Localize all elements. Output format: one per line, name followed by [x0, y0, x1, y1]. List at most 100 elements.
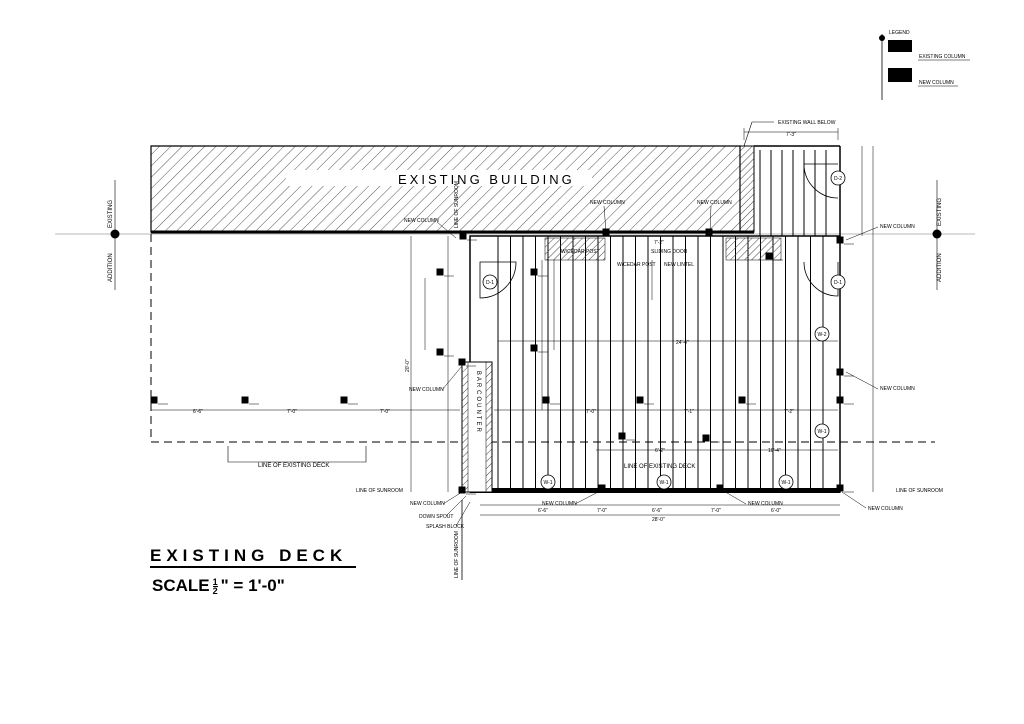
- drawing-scale: SCALE 1 2 " = 1'-0": [152, 576, 285, 596]
- tag-circle-icon: [814, 423, 830, 439]
- column-marker-icon: [836, 484, 844, 492]
- column-marker-icon: [530, 268, 538, 276]
- new-column-callout-10: NEW COLUMN: [868, 506, 903, 512]
- dim-bottom-5: 6'-0": [771, 508, 781, 514]
- dim-deck-span: 10'-4": [768, 448, 781, 454]
- beam-hatch-b: [725, 237, 782, 261]
- dim-beam-a: 6'-2": [655, 448, 665, 454]
- new-column-callout-2: NEW COLUMN: [590, 200, 625, 206]
- tag-label: W-1: [817, 429, 826, 435]
- column-marker-icon: [636, 396, 644, 404]
- line-existing-deck-center: LINE OF EXISTING DECK: [624, 464, 695, 470]
- new-column-callout-1: NEW COLUMN: [404, 218, 439, 224]
- tag-circle-icon: [778, 474, 794, 490]
- right-addition-label: ADDITION: [937, 253, 943, 282]
- dim-bottom-2: 7'-0": [597, 508, 607, 514]
- tag-label: D-1: [486, 280, 494, 286]
- callouts: NEW COLUMN LINE OF SUNROOM NEW COLUMN NE…: [356, 181, 943, 580]
- legend-title: LEGEND: [889, 30, 910, 36]
- dim-left-height: 20'-0": [405, 359, 411, 372]
- sliding-door-callout: SLIDING DOOR: [651, 249, 688, 255]
- column-marker-icon: [836, 368, 844, 376]
- tag-circle-icon: [830, 170, 846, 186]
- column-marker-icon: [716, 484, 724, 492]
- deck-joists-upper: [759, 150, 827, 236]
- existing-wall-note: EXISTING WALL BELOW: [743, 120, 836, 147]
- existing-wall-label: EXISTING WALL BELOW: [778, 120, 836, 126]
- dim-top-right: 7'-3": [786, 132, 796, 138]
- dim-row-b-3: 7'-2": [784, 409, 794, 415]
- column-marker-icon: [765, 252, 773, 260]
- scale-fraction: 1 2: [212, 576, 218, 596]
- new-lintel-callout: NEW LINTEL: [664, 262, 694, 268]
- scale-suffix: " = 1'-0": [220, 576, 285, 595]
- existing-building-label: EXISTING BUILDING: [398, 172, 575, 187]
- title-underline: [150, 566, 356, 568]
- bottom-rim-board: [470, 488, 840, 493]
- beam-hatch-a: [544, 237, 606, 261]
- column-marker-icon: [436, 348, 444, 356]
- existing-deck-bracket: [227, 446, 367, 463]
- deck-joists: [497, 236, 824, 488]
- tag-label: D-2: [834, 176, 842, 182]
- scale-numerator: 1: [212, 576, 218, 587]
- drawing-title: EXISTING DECK: [150, 546, 348, 565]
- tag-label: W-1: [781, 480, 790, 486]
- splash-block-callout: SPLASH BLOCK: [426, 524, 465, 530]
- line-of-sunroom-left: LINE OF SUNROOM: [356, 488, 403, 494]
- legend-new-column: NEW COLUMN: [919, 80, 954, 86]
- dim-beam-b: 7'-2": [654, 240, 664, 246]
- new-column-callout-8: NEW COLUMN: [542, 501, 577, 507]
- column-marker-icon: [458, 358, 466, 366]
- scale-denominator: 2: [212, 585, 218, 596]
- legend-marker-icon: [879, 35, 885, 41]
- wood-post-callout: W/CEDAR POST: [561, 249, 600, 255]
- new-column-callout-4: NEW COLUMN: [880, 224, 915, 230]
- line-of-sunroom-right: LINE OF SUNROOM: [896, 488, 943, 494]
- legend-existing-column: EXISTING COLUMN: [919, 54, 966, 60]
- line-existing-deck-left: LINE OF EXISTING DECK: [258, 463, 329, 469]
- left-existing-label: EXISTING: [108, 200, 114, 228]
- dim-bottom-1: 6'-6": [538, 508, 548, 514]
- column-marker-icon: [340, 396, 348, 404]
- column-marker-icon: [542, 396, 550, 404]
- dim-row-b-2: 7'-1": [684, 409, 694, 415]
- columns: [150, 228, 854, 495]
- line-of-sunroom-bottom: LINE OF SUNROOM: [454, 531, 460, 578]
- new-column-callout-7: NEW COLUMN: [410, 501, 445, 507]
- dim-row-a-1: 6'-6": [193, 409, 203, 415]
- dim-bottom-total: 28'-0": [652, 517, 665, 523]
- new-column-callout-9: NEW COLUMN: [748, 501, 783, 507]
- tag-circle-icon: [656, 474, 672, 490]
- tag-label: W-1: [543, 480, 552, 486]
- dimension-text: 7'-3" 6'-6" 7'-0" 7'-0" 7'-0" 7'-1" 7'-2…: [193, 132, 796, 523]
- column-marker-icon: [705, 228, 713, 236]
- tag-circle-icon: [482, 274, 498, 290]
- new-column-callout-3: NEW COLUMN: [697, 200, 732, 206]
- dim-mid-span: 24'-4": [676, 340, 689, 346]
- door-swings: [479, 163, 839, 299]
- down-spout-callout: DOWN SPOUT: [419, 514, 453, 520]
- dim-bottom-4: 7'-0": [711, 508, 721, 514]
- existing-building: EXISTING BUILDING: [150, 145, 755, 234]
- column-marker-icon: [241, 396, 249, 404]
- new-column-callout-6: NEW COLUMN: [409, 387, 444, 393]
- right-existing-label: EXISTING: [937, 198, 943, 226]
- dim-row-b-1: 7'-0": [586, 409, 596, 415]
- column-marker-icon: [836, 236, 844, 244]
- column-marker-icon: [150, 396, 158, 404]
- line-of-sunroom-top: LINE OF SUNROOM: [454, 181, 460, 228]
- column-marker-icon: [738, 396, 746, 404]
- dim-row-a-3: 7'-0": [380, 409, 390, 415]
- existing-column-swatch: [888, 40, 912, 52]
- dim-row-a-2: 7'-0": [287, 409, 297, 415]
- new-column-callout-5: NEW COLUMN: [880, 386, 915, 392]
- tag-circle-icon: [830, 274, 846, 290]
- column-marker-icon: [458, 486, 466, 494]
- left-addition-label: ADDITION: [108, 253, 114, 282]
- column-marker-icon: [702, 434, 710, 442]
- counter-label: COUNTER: [475, 390, 481, 434]
- tag-label: D-1: [834, 280, 842, 286]
- new-column-swatch: [888, 68, 912, 82]
